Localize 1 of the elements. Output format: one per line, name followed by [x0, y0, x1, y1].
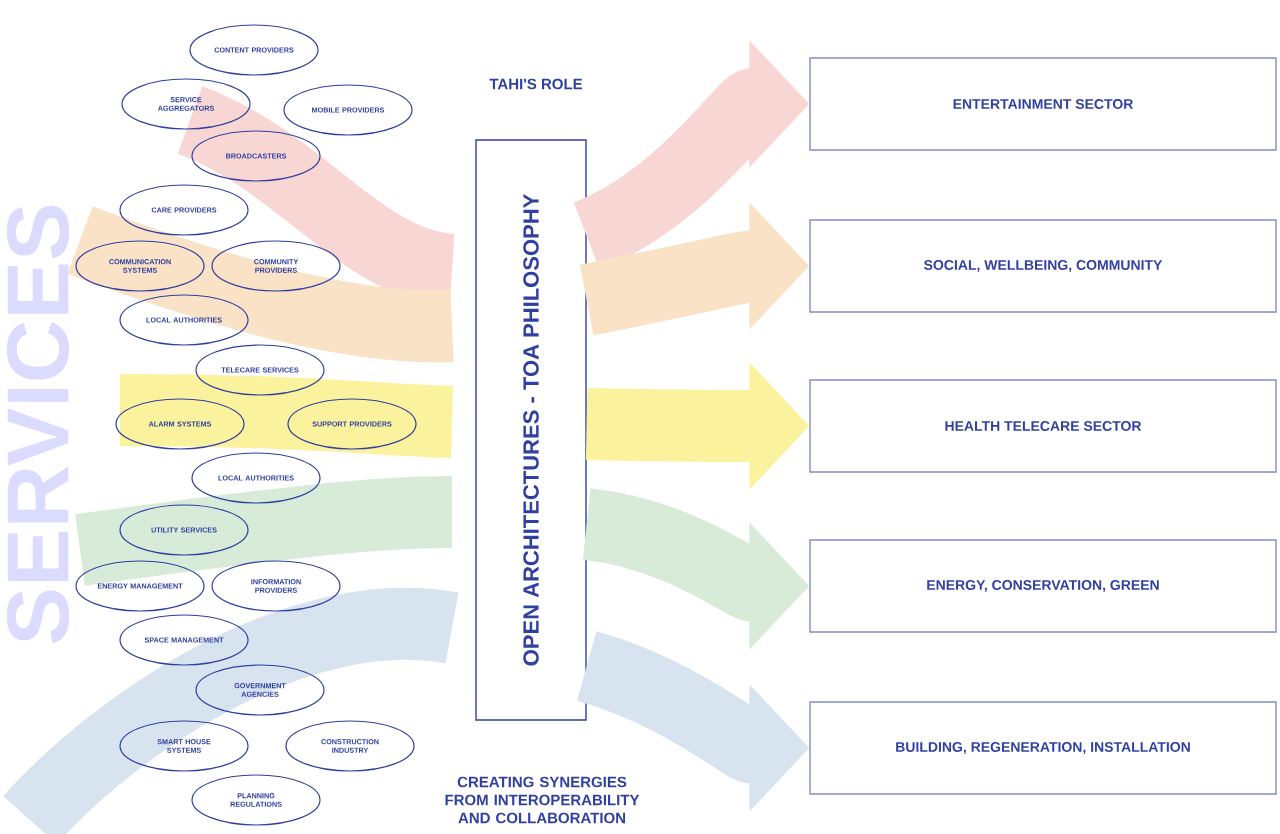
philosophy-box: OPEN ARCHITECTURES - TOA PHILOSOPHY: [475, 139, 587, 721]
